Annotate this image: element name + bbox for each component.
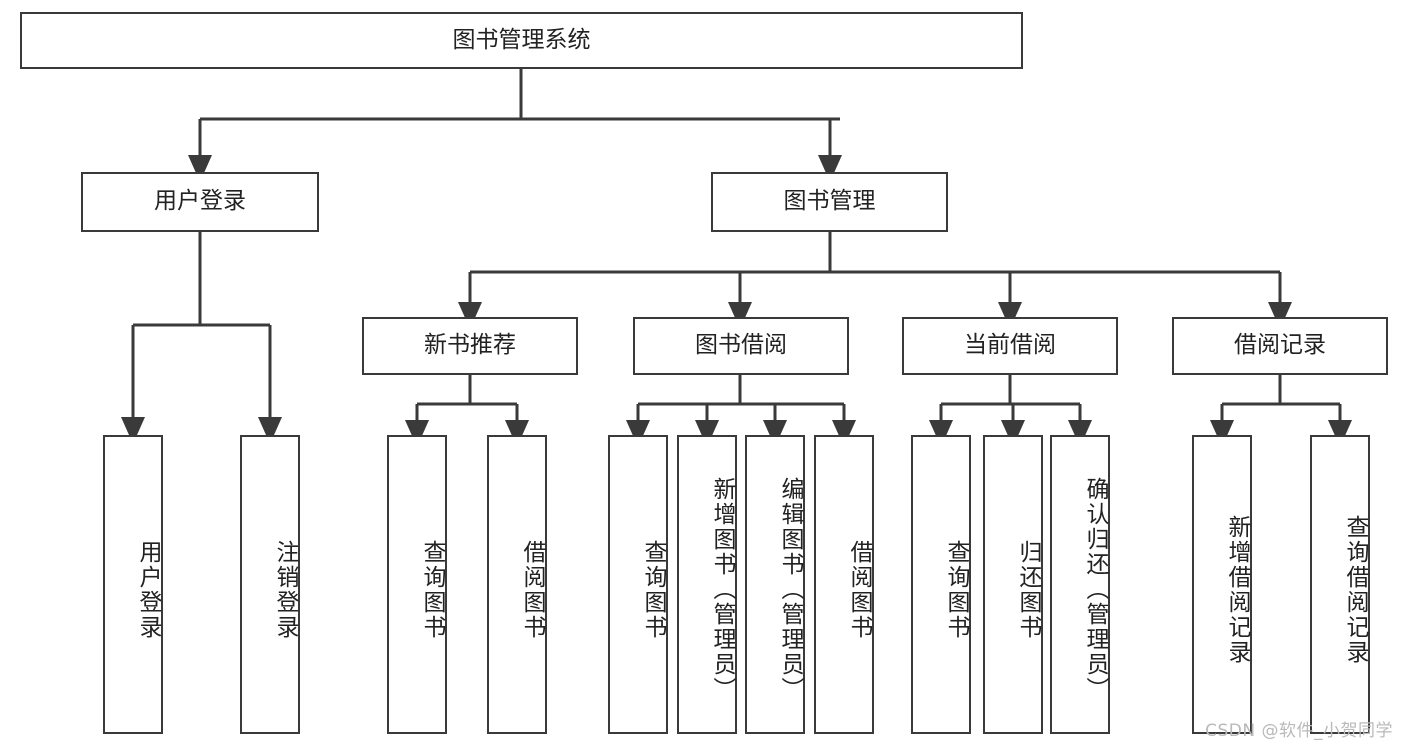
leaf-label: 注销登录: [272, 539, 298, 640]
leaf-label: 编辑图书（管理员）: [777, 477, 803, 702]
node-book-manage-label: 图书管理: [783, 188, 876, 215]
node-leaf-query-book-rec[interactable]: 查询图书: [387, 435, 447, 734]
leaf-label: 新增借阅记录: [1224, 514, 1250, 665]
leaf-label: 确认归还（管理员）: [1082, 477, 1108, 702]
leaf-label: 借阅图书: [846, 539, 872, 640]
node-leaf-borrow-book-rec[interactable]: 借阅图书: [487, 435, 547, 734]
node-new-book-recommend[interactable]: 新书推荐: [362, 317, 578, 375]
node-user-login-label: 用户登录: [154, 188, 246, 215]
node-new-book-recommend-label: 新书推荐: [424, 332, 516, 359]
node-current-borrow[interactable]: 当前借阅: [902, 317, 1118, 375]
node-user-login[interactable]: 用户登录: [81, 172, 319, 232]
leaf-label: 用户登录: [135, 539, 161, 640]
node-leaf-edit-book-admin[interactable]: 编辑图书（管理员）: [745, 435, 805, 734]
node-leaf-add-book-admin[interactable]: 新增图书（管理员）: [677, 435, 737, 734]
node-book-manage[interactable]: 图书管理: [711, 172, 948, 232]
node-root[interactable]: 图书管理系统: [20, 12, 1023, 69]
node-leaf-return-book[interactable]: 归还图书: [983, 435, 1043, 734]
leaf-label: 查询图书: [943, 539, 969, 640]
node-borrow-record[interactable]: 借阅记录: [1172, 317, 1388, 375]
leaf-label: 归还图书: [1015, 539, 1041, 640]
node-current-borrow-label: 当前借阅: [964, 332, 1056, 359]
node-leaf-confirm-return-admin[interactable]: 确认归还（管理员）: [1050, 435, 1110, 734]
leaf-label: 查询图书: [419, 539, 445, 640]
node-leaf-query-book-cur[interactable]: 查询图书: [911, 435, 971, 734]
leaf-label: 借阅图书: [519, 539, 545, 640]
node-leaf-logout-login[interactable]: 注销登录: [240, 435, 300, 734]
leaf-label: 新增图书（管理员）: [709, 477, 735, 702]
node-book-borrow-label: 图书借阅: [695, 332, 787, 359]
node-leaf-borrow-book-bor[interactable]: 借阅图书: [814, 435, 874, 734]
leaf-label: 查询图书: [640, 539, 666, 640]
watermark-text: CSDN @软件_小贺同学: [1205, 721, 1393, 741]
node-book-borrow[interactable]: 图书借阅: [633, 317, 849, 375]
node-leaf-add-borrow-record[interactable]: 新增借阅记录: [1192, 435, 1252, 734]
node-leaf-user-login[interactable]: 用户登录: [103, 435, 163, 734]
leaf-label: 查询借阅记录: [1342, 514, 1368, 665]
node-leaf-query-book-bor[interactable]: 查询图书: [608, 435, 668, 734]
node-root-label: 图书管理系统: [452, 26, 591, 53]
node-borrow-record-label: 借阅记录: [1234, 332, 1326, 359]
node-leaf-query-borrow-record[interactable]: 查询借阅记录: [1310, 435, 1370, 734]
